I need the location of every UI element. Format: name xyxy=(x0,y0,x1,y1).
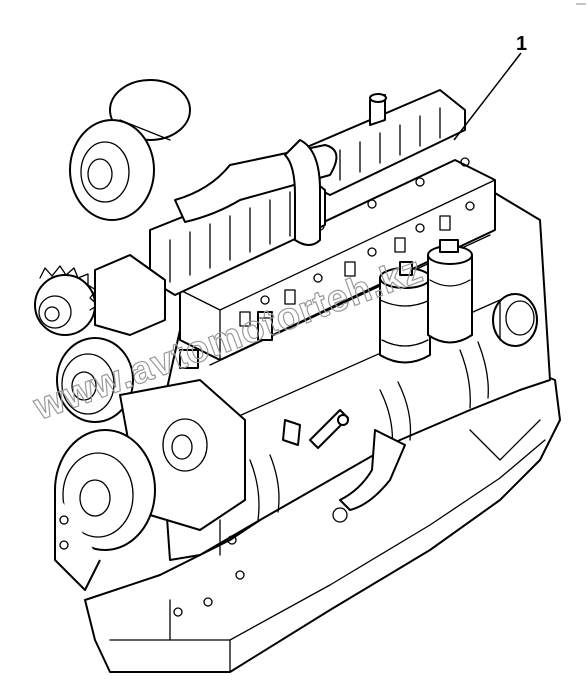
engine-illustration xyxy=(34,79,561,673)
pulleys xyxy=(54,337,246,591)
alternator xyxy=(34,254,166,336)
oil-filler-cap xyxy=(492,293,538,347)
oil-pan xyxy=(84,369,561,673)
fittings xyxy=(179,311,406,523)
fuel-filters xyxy=(379,239,473,364)
turbocharger xyxy=(69,79,338,246)
callout-leader-line xyxy=(453,52,522,141)
cylinder-head xyxy=(179,157,496,361)
callout-number: 1 xyxy=(516,33,527,55)
